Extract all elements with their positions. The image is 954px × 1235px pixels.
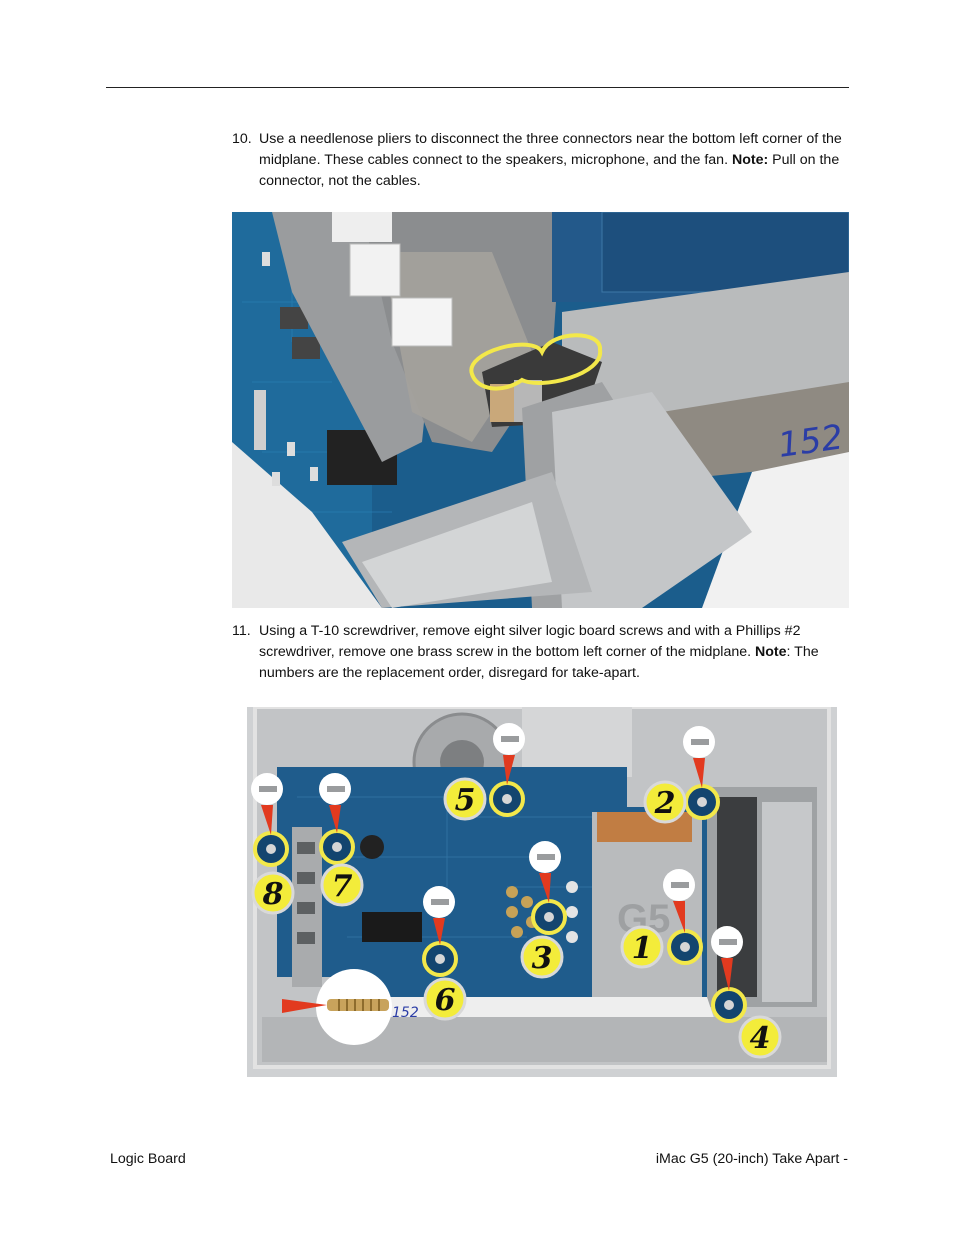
step-11: 11. Using a T-10 screwdriver, remove eig…: [232, 621, 844, 684]
screw-head: [502, 794, 512, 804]
step-number: 10.: [232, 131, 252, 147]
number-badge: [620, 925, 664, 969]
step-text-segment: Using a T-10 screwdriver, remove eight s…: [259, 623, 801, 660]
number-badge-label: 8: [262, 877, 284, 912]
number-badge: [320, 863, 364, 907]
screw-icon-shaft: [501, 736, 519, 742]
handwritten-label: 152: [776, 417, 846, 466]
step-text-segment: Pull on the connector, not the cables.: [259, 152, 840, 189]
highlight-circle: [469, 333, 603, 391]
screw-marker-3: 3: [520, 841, 567, 979]
screw-icon-shaft: [259, 786, 277, 792]
header-rule: [106, 87, 849, 88]
screw-icon-shaft: [671, 882, 689, 888]
step-text-segment: Use a needlenose pliers to disconnect th…: [259, 131, 842, 168]
arrow-icon: [329, 805, 341, 833]
screw-head: [680, 942, 690, 952]
screw-icon-shaft: [327, 786, 345, 792]
note-label: Note: [755, 644, 787, 660]
number-badge-label: 7: [332, 869, 353, 904]
step-text: Using a T-10 screwdriver, remove eight s…: [232, 621, 844, 684]
step-10: 10. Use a needlenose pliers to disconnec…: [232, 129, 844, 192]
screw-head: [266, 844, 276, 854]
screw-marker-1: 1: [620, 869, 703, 969]
arrow-icon: [503, 755, 515, 785]
arrow-icon: [693, 758, 705, 788]
arrow-icon: [673, 901, 685, 933]
screw-head: [544, 912, 554, 922]
connector-photo: 152: [232, 212, 849, 608]
screw-head: [435, 954, 445, 964]
footer-section-title: Logic Board: [110, 1151, 186, 1167]
screw-head: [697, 797, 707, 807]
screw-marker-6: 6: [422, 886, 467, 1021]
step-text: Use a needlenose pliers to disconnect th…: [232, 129, 844, 192]
step-text-segment: : The numbers are the replacement order,…: [259, 644, 819, 681]
number-badge: [423, 977, 467, 1021]
number-badge-label: 6: [435, 983, 456, 1018]
screw-marker-4: 4: [711, 926, 782, 1059]
number-badge-label: 1: [632, 931, 653, 966]
arrow-icon: [261, 805, 273, 835]
screw-marker-8: 8: [251, 773, 295, 915]
number-badge: [738, 1015, 782, 1059]
screw-icon-shaft: [537, 854, 555, 860]
screw-head: [724, 1000, 734, 1010]
screw-icon-shaft: [691, 739, 709, 745]
arrow-icon: [721, 958, 733, 991]
connector-photo-illustration: 152: [232, 212, 849, 608]
screw-marker-5: 5: [443, 723, 525, 821]
arrow-icon: [282, 999, 327, 1013]
number-badge: [443, 777, 487, 821]
footer-document-title: iMac G5 (20-inch) Take Apart -: [655, 1151, 848, 1167]
screw-icon-shaft: [719, 939, 737, 945]
screw-marker-7: 7: [319, 773, 364, 907]
screw-icon-shaft: [431, 899, 449, 905]
note-label: Note:: [731, 152, 769, 168]
brass-screw: [327, 999, 389, 1011]
number-badge-label: 2: [654, 786, 676, 821]
number-badge-label: 3: [532, 941, 553, 976]
screw-marker-2: 2: [643, 726, 720, 824]
number-badge: [643, 780, 687, 824]
arrow-icon: [433, 918, 445, 945]
screw-head: [332, 842, 342, 852]
number-badge-label: 5: [455, 783, 476, 818]
number-badge: [520, 935, 564, 979]
number-badge-label: 4: [750, 1021, 771, 1056]
number-badge: [251, 871, 295, 915]
arrow-icon: [539, 873, 551, 903]
step-number: 11.: [232, 623, 251, 639]
